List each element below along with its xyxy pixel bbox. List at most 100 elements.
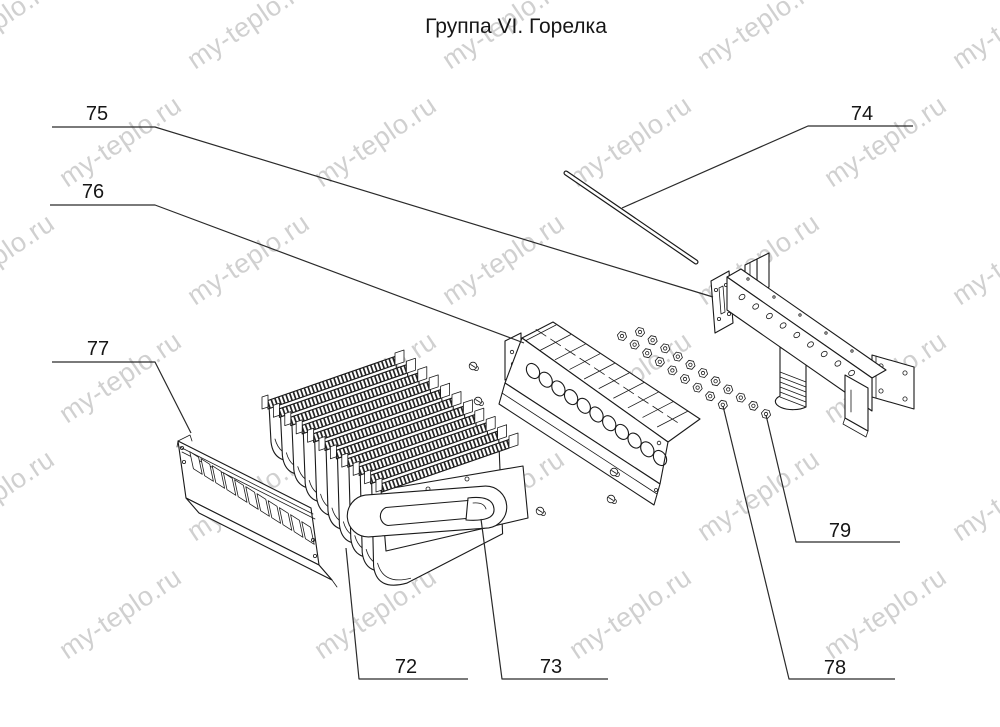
burner-plate-hole	[538, 371, 553, 388]
rail-top-hole	[850, 349, 854, 353]
burner-plate-hole	[652, 449, 668, 467]
bar-end-cap	[352, 461, 360, 476]
watermark-text: my-teplo.ru	[564, 90, 697, 193]
nozzle-jet	[680, 374, 690, 384]
bar-end-cap	[261, 394, 269, 410]
nozzle-bore	[751, 403, 756, 408]
nozzle-jet	[654, 356, 665, 367]
nozzle-jet	[617, 331, 627, 341]
callout-76-label: 76	[82, 181, 104, 203]
screw-slot	[608, 497, 614, 501]
rail-top-hole	[798, 313, 802, 317]
nozzle-bore	[675, 354, 680, 359]
nozzle-hex	[717, 399, 728, 410]
fin-bar-edges	[279, 364, 407, 418]
hatch-tick	[535, 329, 547, 337]
nozzle-bore	[708, 394, 713, 399]
fin-bar-edges	[336, 405, 464, 460]
plate-window	[256, 493, 270, 517]
callout-75-label: 75	[86, 103, 108, 125]
watermark-text: my-teplo.ru	[182, 0, 315, 75]
plate-window	[211, 465, 226, 489]
rail-hole	[766, 312, 773, 320]
bar-end-cap	[295, 419, 303, 435]
nozzle-bore	[682, 376, 688, 382]
hatch-tick	[594, 367, 605, 375]
screw	[609, 467, 620, 477]
plate-window	[234, 479, 248, 503]
rail-hole	[848, 369, 855, 377]
plate-window	[267, 500, 282, 524]
nozzle-hex	[685, 359, 696, 370]
callout-72-label: 72	[395, 656, 417, 678]
nozzle-bore	[650, 338, 655, 343]
watermark-text: my-teplo.ru	[437, 208, 570, 311]
fin-teeth	[301, 382, 431, 434]
callout-77-leader	[52, 361, 192, 434]
screw-slot	[470, 364, 476, 368]
watermark-text: my-teplo.ru	[0, 208, 60, 311]
nozzle-jet	[723, 384, 734, 395]
nozzle-jet	[692, 382, 703, 393]
nozzle-hex	[723, 384, 734, 395]
fin-teeth	[266, 357, 397, 409]
nozzle-jet	[647, 335, 658, 346]
nozzle-jet	[635, 327, 645, 337]
nozzle-bore	[657, 359, 662, 364]
nozzle-hex	[680, 374, 690, 384]
bar-end-cap	[497, 424, 507, 441]
callout-74-label: 74	[851, 103, 873, 125]
nozzle-bore	[670, 368, 675, 373]
nozzle-jet	[685, 359, 696, 370]
fin-bar-edges	[370, 430, 498, 485]
screw-slot	[537, 509, 543, 513]
rail-hole	[779, 322, 787, 329]
nozzle-hex	[672, 351, 683, 362]
nozzle-hex	[735, 392, 746, 403]
tube-bend-hint	[377, 562, 411, 581]
bar-end-cap	[330, 444, 337, 460]
nozzle-bore	[637, 329, 643, 335]
rail-hole	[834, 360, 842, 367]
nozzle-jet	[735, 392, 746, 403]
manifold-threaded-stub	[774, 346, 807, 411]
burner-plate-hole	[640, 441, 655, 458]
watermark-text: my-teplo.ru	[564, 562, 697, 665]
watermark-text: my-teplo.ru	[54, 326, 187, 429]
nozzle-hex	[705, 391, 716, 402]
nozzle-jet	[698, 368, 708, 378]
rail-top-hole	[772, 295, 776, 299]
watermark-layer: my-teplo.ru my-teplo.ru my-teplo.ru my-tepl…	[0, 0, 1000, 665]
bar-end-cap	[428, 374, 439, 391]
screw	[606, 494, 617, 504]
watermark-text: my-teplo.ru	[54, 562, 187, 665]
nozzle-jet	[705, 391, 716, 402]
nozzle-jet	[748, 400, 759, 411]
fin-bar-edges	[313, 389, 441, 443]
nozzle-jet	[667, 365, 678, 376]
screw	[535, 506, 546, 517]
bar-end-cap	[474, 407, 485, 424]
part-75-manifold-rail	[710, 252, 915, 438]
callout-76-leader	[50, 204, 525, 344]
nozzle-hex	[629, 339, 640, 350]
fastening-screws	[468, 361, 620, 517]
watermark-text: my-teplo.ru	[692, 0, 825, 75]
screw	[473, 396, 484, 406]
burner-plate-hole	[614, 423, 630, 440]
rail-hole	[807, 341, 814, 348]
nozzle-bore	[619, 333, 625, 339]
callout-73-leader	[480, 518, 608, 680]
fin-bar-edges	[290, 372, 419, 426]
bar-end-cap	[440, 382, 450, 399]
fin-teeth	[369, 432, 499, 483]
bar-end-cap	[284, 411, 292, 426]
nozzle-bore	[663, 346, 668, 351]
plate-window	[200, 458, 214, 482]
burner-plate-hole	[563, 389, 579, 406]
fin-teeth	[380, 440, 511, 492]
burner-plate-hole	[602, 415, 617, 432]
